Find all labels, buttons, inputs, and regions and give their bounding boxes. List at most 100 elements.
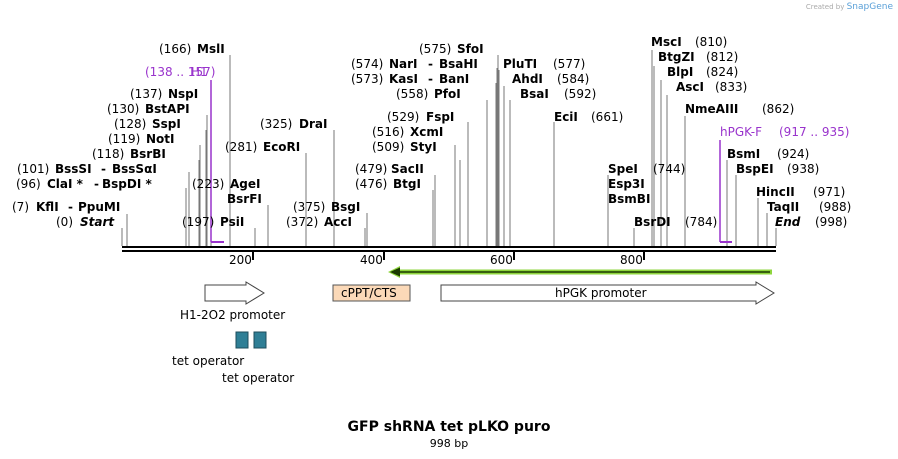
site-bstapi[interactable]: BstAPI	[145, 102, 190, 116]
svg-text:-: -	[428, 57, 433, 71]
svg-text:(101): (101)	[17, 162, 49, 176]
site-pfoi[interactable]: PfoI	[434, 87, 461, 101]
svg-text:(509): (509)	[372, 140, 404, 154]
svg-text:(119): (119)	[108, 132, 140, 146]
feature-h1-promoter-label: H1-2O2 promoter	[180, 308, 285, 322]
svg-text:(573): (573)	[351, 72, 383, 86]
svg-text:(7): (7)	[12, 200, 29, 214]
svg-text:(971): (971)	[813, 185, 845, 199]
site-drai[interactable]: DraI	[299, 117, 327, 131]
site-kfli[interactable]: KflI	[36, 200, 59, 214]
svg-text:(516): (516)	[372, 125, 404, 139]
feature-hpgk-promoter[interactable]	[440, 281, 775, 305]
site-bsai[interactable]: BsaI	[520, 87, 549, 101]
site-clai[interactable]: ClaI *	[47, 177, 84, 191]
sites-left: (7) KflI - PpuMI (96) ClaI * - BspDI * (…	[12, 42, 225, 214]
svg-text:(281): (281)	[225, 140, 257, 154]
site-pluti[interactable]: PluTI	[503, 57, 537, 71]
site-bspei[interactable]: BspEI	[736, 162, 774, 176]
svg-text:-: -	[68, 200, 73, 214]
svg-text:-: -	[94, 177, 99, 191]
svg-text:(137): (137)	[130, 87, 162, 101]
site-bsmbi[interactable]: BsmBI	[608, 192, 650, 206]
end-pos: (998)	[815, 215, 847, 229]
sites-mid: (197) PsiI (223) AgeI BsrFI (281) EcoRI …	[182, 42, 623, 229]
green-reverse-feature[interactable]	[388, 266, 772, 278]
svg-text:(584): (584)	[557, 72, 589, 86]
site-fspi[interactable]: FspI	[426, 110, 454, 124]
site-bsssi[interactable]: BssSI	[55, 162, 92, 176]
map-length: 998 bp	[429, 437, 469, 450]
site-bsgi[interactable]: BsgI	[331, 200, 360, 214]
site-nari[interactable]: NarI	[389, 57, 418, 71]
site-acci[interactable]: AccI	[324, 215, 352, 229]
snapgene-credit: Created by SnapGene	[805, 2, 893, 12]
site-agei[interactable]: AgeI	[230, 177, 260, 191]
site-bsrdi[interactable]: BsrDI	[634, 215, 671, 229]
site-ahdi[interactable]: AhdI	[512, 72, 543, 86]
primer-hpgk-f[interactable]: hPGK-F (917 .. 935)	[719, 125, 849, 243]
site-msci[interactable]: MscI	[651, 35, 682, 49]
svg-text:(197): (197)	[182, 215, 214, 229]
svg-text:(592): (592)	[564, 87, 596, 101]
svg-text:(375): (375)	[293, 200, 325, 214]
svg-text:(96): (96)	[16, 177, 41, 191]
ruler-label-200: 200	[229, 253, 252, 267]
primer-hpgk-name: hPGK-F	[720, 125, 762, 139]
primer-hpgk-range: (917 .. 935)	[779, 125, 849, 139]
site-bsssai[interactable]: BssSαI	[112, 162, 157, 176]
svg-text:(988): (988)	[819, 200, 851, 214]
site-hincii[interactable]: HincII	[756, 185, 795, 199]
site-bani[interactable]: BanI	[439, 72, 469, 86]
feature-tet-operator-2[interactable]	[253, 331, 267, 349]
svg-text:(529): (529)	[387, 110, 419, 124]
site-blpi[interactable]: BlpI	[667, 65, 693, 79]
svg-text:(372): (372)	[286, 215, 318, 229]
svg-text:(574): (574)	[351, 57, 383, 71]
svg-text:(661): (661)	[591, 110, 623, 124]
site-msli[interactable]: MslI	[197, 42, 225, 56]
site-xcmi[interactable]: XcmI	[410, 125, 443, 139]
site-bsrfi[interactable]: BsrFI	[227, 192, 262, 206]
site-psii[interactable]: PsiI	[220, 215, 244, 229]
site-asci[interactable]: AscI	[676, 80, 704, 94]
primer-h1-range: (138 .. 157)	[145, 65, 215, 79]
site-esp3i[interactable]: Esp3I	[608, 177, 645, 191]
site-spei[interactable]: SpeI	[608, 162, 638, 176]
site-bsrbi[interactable]: BsrBI	[130, 147, 166, 161]
end-label: End	[775, 215, 801, 229]
site-bspdi[interactable]: BspDI *	[102, 177, 152, 191]
svg-text:(128): (128)	[114, 117, 146, 131]
feature-cppt[interactable]	[332, 284, 411, 302]
site-btgzi[interactable]: BtgZI	[658, 50, 695, 64]
site-btgi[interactable]: BtgI	[393, 177, 421, 191]
snapgene-logo: SnapGene	[846, 2, 893, 12]
primer-h1[interactable]: (138 .. 157) H1	[145, 65, 224, 243]
site-bsahi[interactable]: BsaHI	[439, 57, 478, 71]
site-sfoi[interactable]: SfoI	[457, 42, 484, 56]
svg-text:(938): (938)	[787, 162, 819, 176]
site-sspi[interactable]: SspI	[152, 117, 181, 131]
sites-right: MscI (810) BtgZI (812) BlpI (824) AscI (…	[608, 35, 851, 229]
feature-h1-promoter[interactable]	[204, 281, 265, 305]
site-kasi[interactable]: KasI	[389, 72, 418, 86]
tet-operator-2-label: tet operator	[222, 371, 294, 385]
svg-text:(166): (166)	[159, 42, 191, 56]
site-taqii[interactable]: TaqII	[767, 200, 799, 214]
svg-text:(577): (577)	[553, 57, 585, 71]
feature-hpgk-label: hPGK promoter	[555, 286, 647, 300]
site-bsmi[interactable]: BsmI	[727, 147, 760, 161]
site-sacii[interactable]: SacII	[391, 162, 424, 176]
svg-text:(924): (924)	[777, 147, 809, 161]
feature-tet-operator-1[interactable]	[235, 331, 249, 349]
site-ecori[interactable]: EcoRI	[263, 140, 300, 154]
site-styi[interactable]: StyI	[410, 140, 437, 154]
site-nspi[interactable]: NspI	[168, 87, 198, 101]
site-ppumi[interactable]: PpuMI	[78, 200, 120, 214]
svg-text:(833): (833)	[715, 80, 747, 94]
site-nmeaiii[interactable]: NmeAIII	[685, 102, 738, 116]
start-label: Start	[80, 215, 115, 229]
site-noti[interactable]: NotI	[146, 132, 175, 146]
site-ecii[interactable]: EciI	[554, 110, 578, 124]
primer-h1-name: H1	[191, 65, 208, 79]
